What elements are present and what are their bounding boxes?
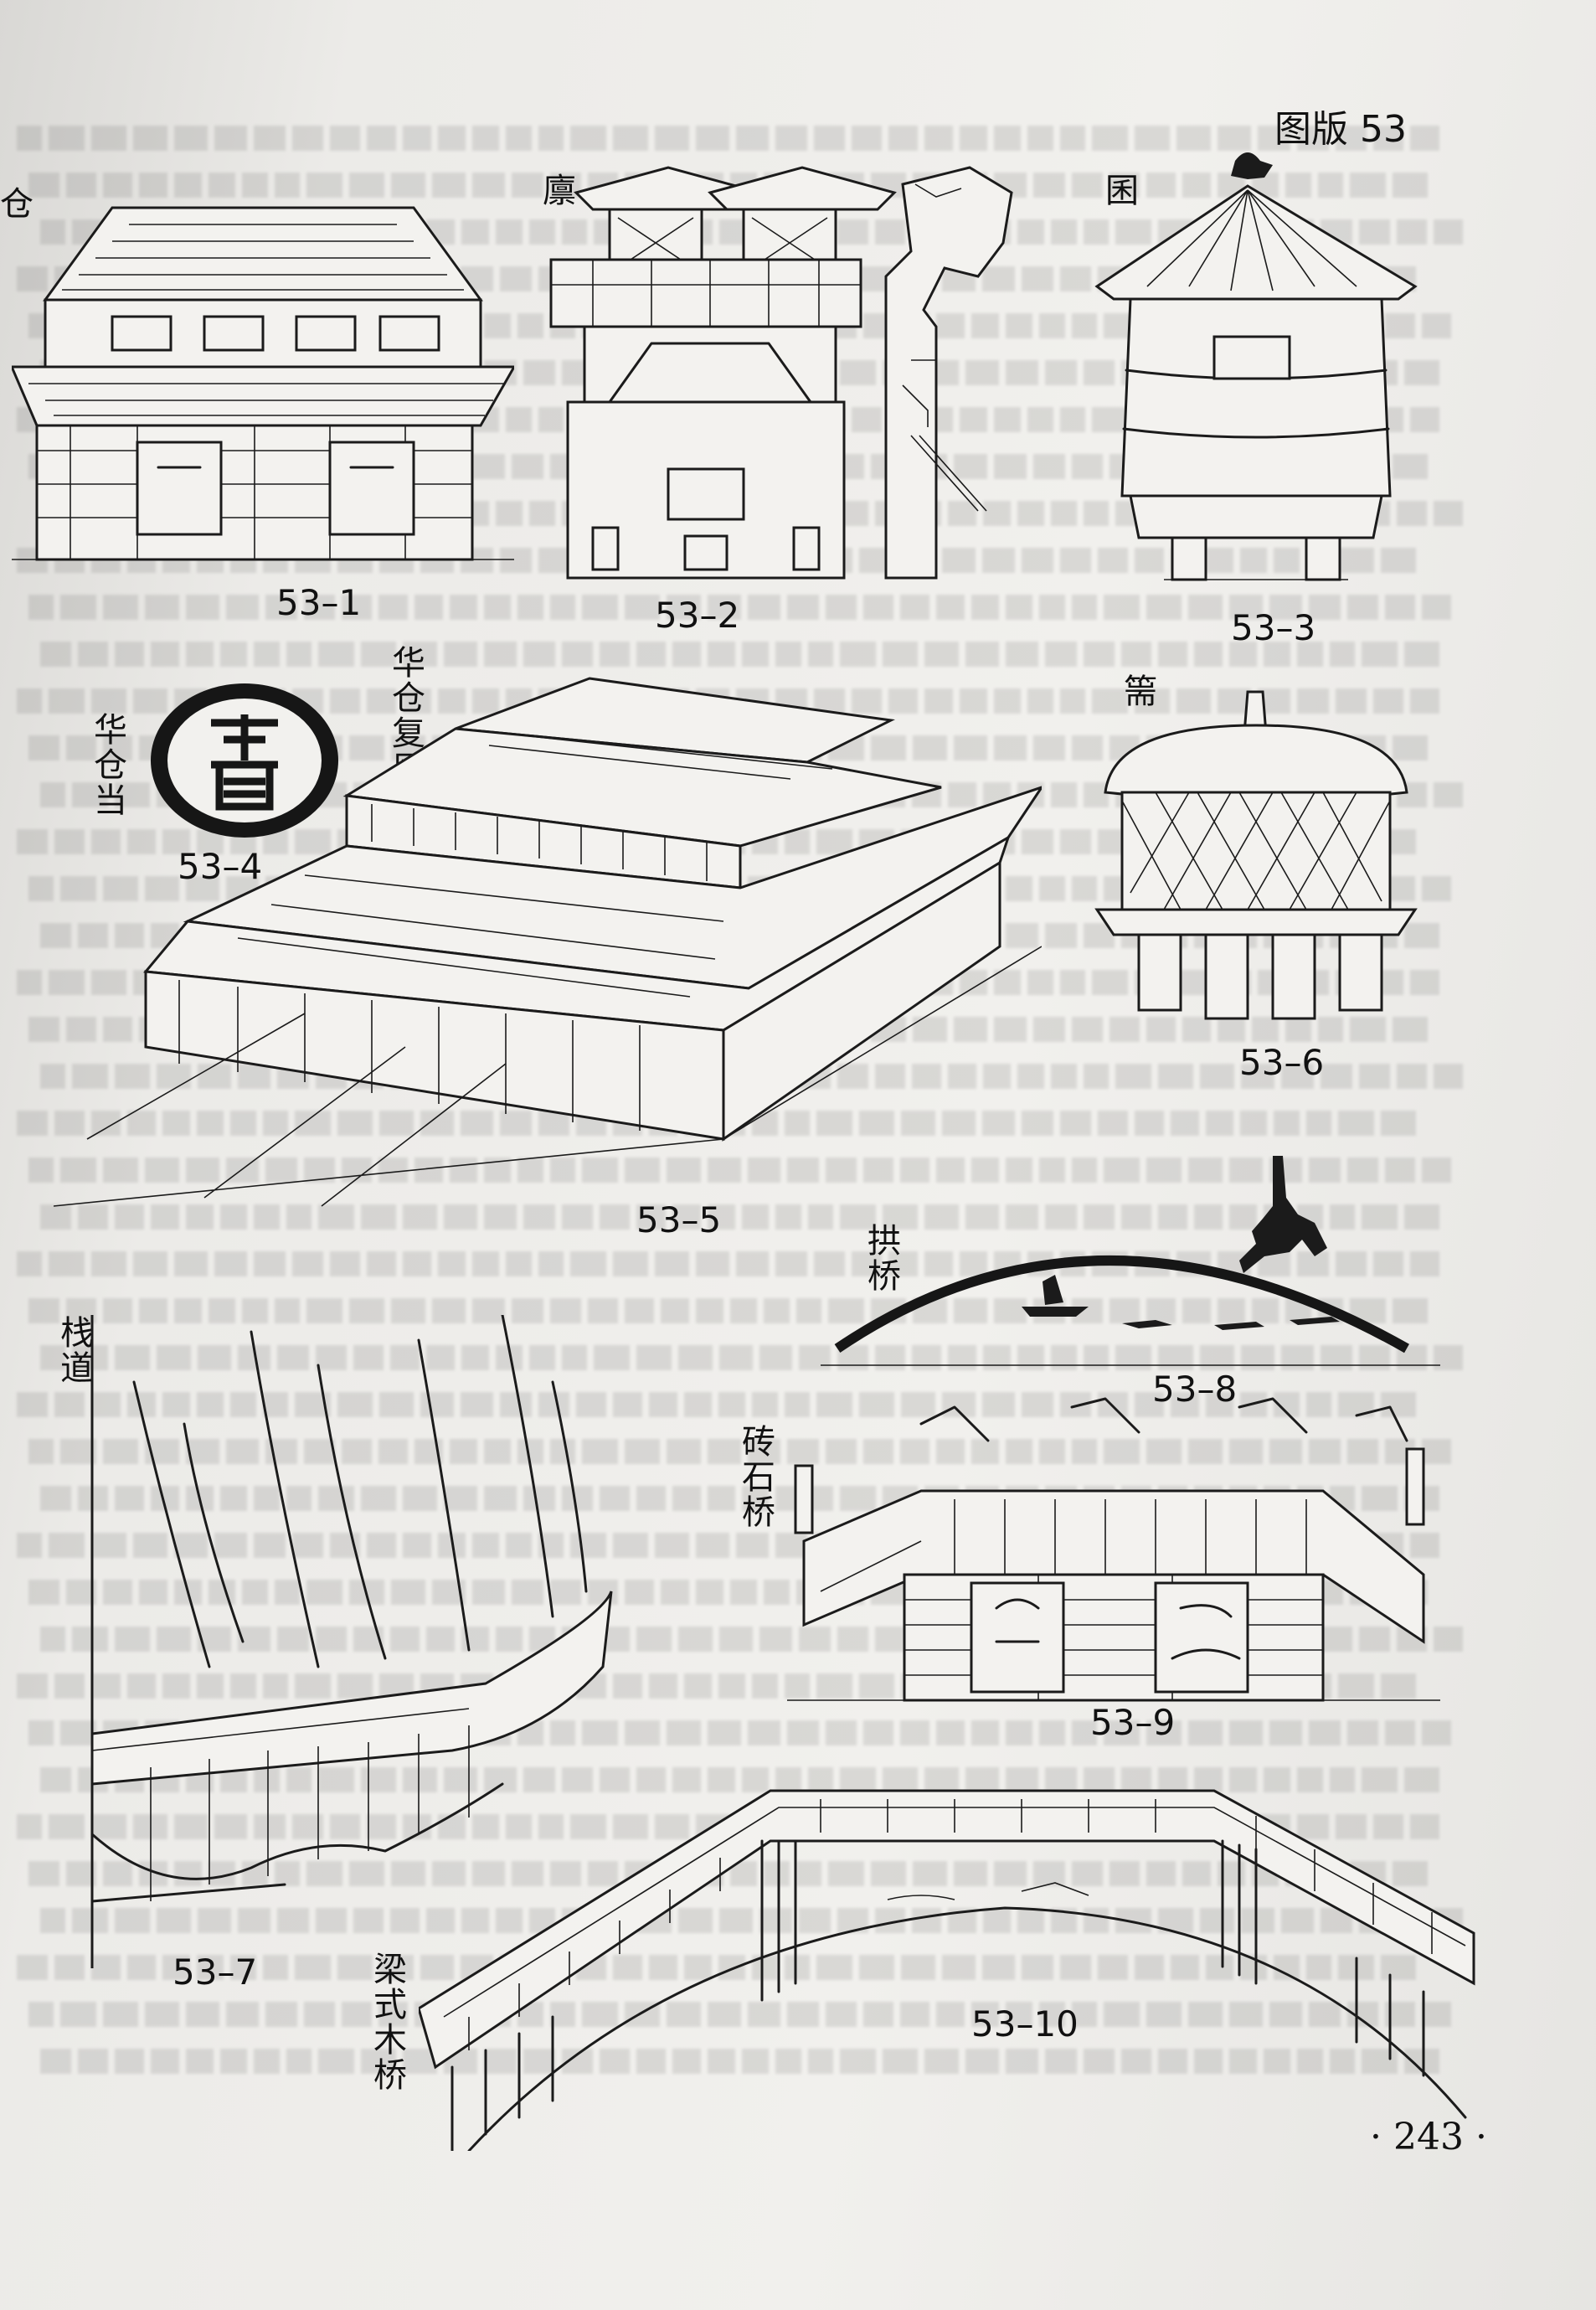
label-zhandao: 栈道 [54,1315,93,1385]
ghost-line [0,595,1596,623]
caption-53-2: 53–2 [655,595,740,636]
label-huacang-dang: 华仓当 [88,712,126,817]
plate-label: 图版 53 [1274,108,1407,151]
caption-53-6: 53–6 [1239,1042,1325,1083]
caption-53-8: 53–8 [1152,1369,1238,1410]
caption-53-9: 53–9 [1090,1702,1176,1743]
label-liangshi-muqiao: 梁式木桥 [368,1952,406,2092]
figure-53-9-brick-bridge [787,1390,1440,1709]
label-dun: 篅 [1124,673,1157,711]
label-qun: 囷 [1105,172,1139,210]
label-gongqiao: 拱桥 [862,1223,900,1293]
label-cang: 仓 [0,185,33,224]
caption-53-3: 53–3 [1231,607,1316,648]
caption-53-5: 53–5 [636,1199,722,1240]
caption-53-4: 53–4 [178,846,263,887]
figure-53-4-tile-end [144,677,345,844]
figure-53-3-round-granary [1080,144,1432,596]
figure-53-1-granary [12,199,514,576]
figure-53-2-storehouse [543,159,1037,586]
label-lin: 廪 [543,172,576,210]
label-zhuanshiqiao: 砖石桥 [736,1424,775,1529]
caption-53-1: 53–1 [276,582,362,623]
caption-53-10: 53–10 [971,2003,1079,2044]
page-number: · 243 · [1370,2116,1487,2158]
figure-53-6-stilted-granary [1080,683,1432,1035]
figure-53-8-arch-bridge [821,1139,1440,1374]
figure-53-5-huacang-reconstruction [54,670,1042,1223]
figure-53-10-beam-bridge [419,1766,1482,2151]
figure-53-7-plank-road [67,1315,636,1968]
caption-53-7: 53–7 [172,1952,258,1993]
ghost-line [0,642,1596,670]
